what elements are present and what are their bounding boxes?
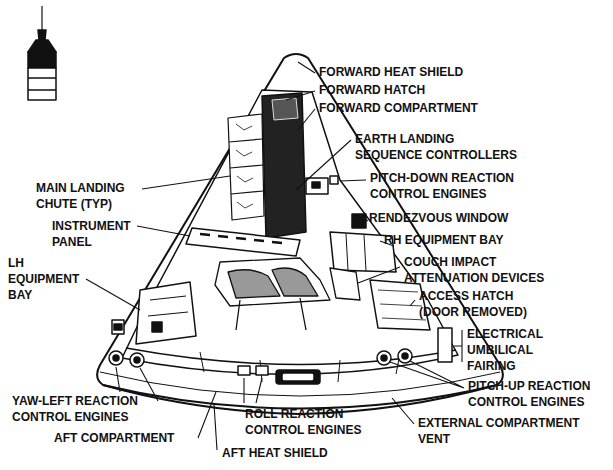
forward-tunnel	[262, 93, 306, 238]
part-label: FORWARD HEAT SHIELD	[319, 64, 463, 80]
part-label: LH EQUIPMENT BAY	[8, 255, 79, 303]
crew-couches	[215, 258, 360, 330]
part-label: INSTRUMENT PANEL	[52, 218, 131, 250]
part-label: COUCH IMPACT ATTENUATION DEVICES	[404, 254, 544, 286]
part-label: EXTERNAL COMPARTMENT VENT	[418, 415, 580, 447]
umbilical-fairing	[438, 328, 452, 362]
part-label: RH EQUIPMENT BAY	[384, 232, 504, 248]
part-label: RENDEZVOUS WINDOW	[369, 210, 508, 226]
part-label: ELECTRICAL UMBILICAL FAIRING	[467, 326, 543, 374]
part-label: YAW-LEFT REACTION CONTROL ENGINES	[12, 393, 138, 425]
part-label: AFT HEAT SHIELD	[222, 445, 328, 461]
reaction-engines	[109, 349, 412, 367]
part-label: ROLL REACTION CONTROL ENGINES	[245, 406, 361, 438]
cone-outline	[97, 54, 503, 414]
launch-vehicle-icon	[28, 6, 56, 100]
part-label: PITCH-UP REACTION CONTROL ENGINES	[468, 378, 590, 410]
part-label: FORWARD HATCH	[319, 82, 425, 98]
part-label: PITCH-DOWN REACTION CONTROL ENGINES	[370, 170, 514, 202]
part-label: FORWARD COMPARTMENT	[319, 100, 478, 116]
part-label: MAIN LANDING CHUTE (TYP)	[36, 180, 125, 212]
part-label: EARTH LANDING SEQUENCE CONTROLLERS	[355, 131, 517, 163]
part-label: AFT COMPARTMENT	[54, 430, 174, 446]
part-label: ACCESS HATCH (DOOR REMOVED)	[419, 288, 527, 320]
instrument-panel	[186, 228, 300, 256]
aft-heat-shield	[103, 385, 497, 409]
